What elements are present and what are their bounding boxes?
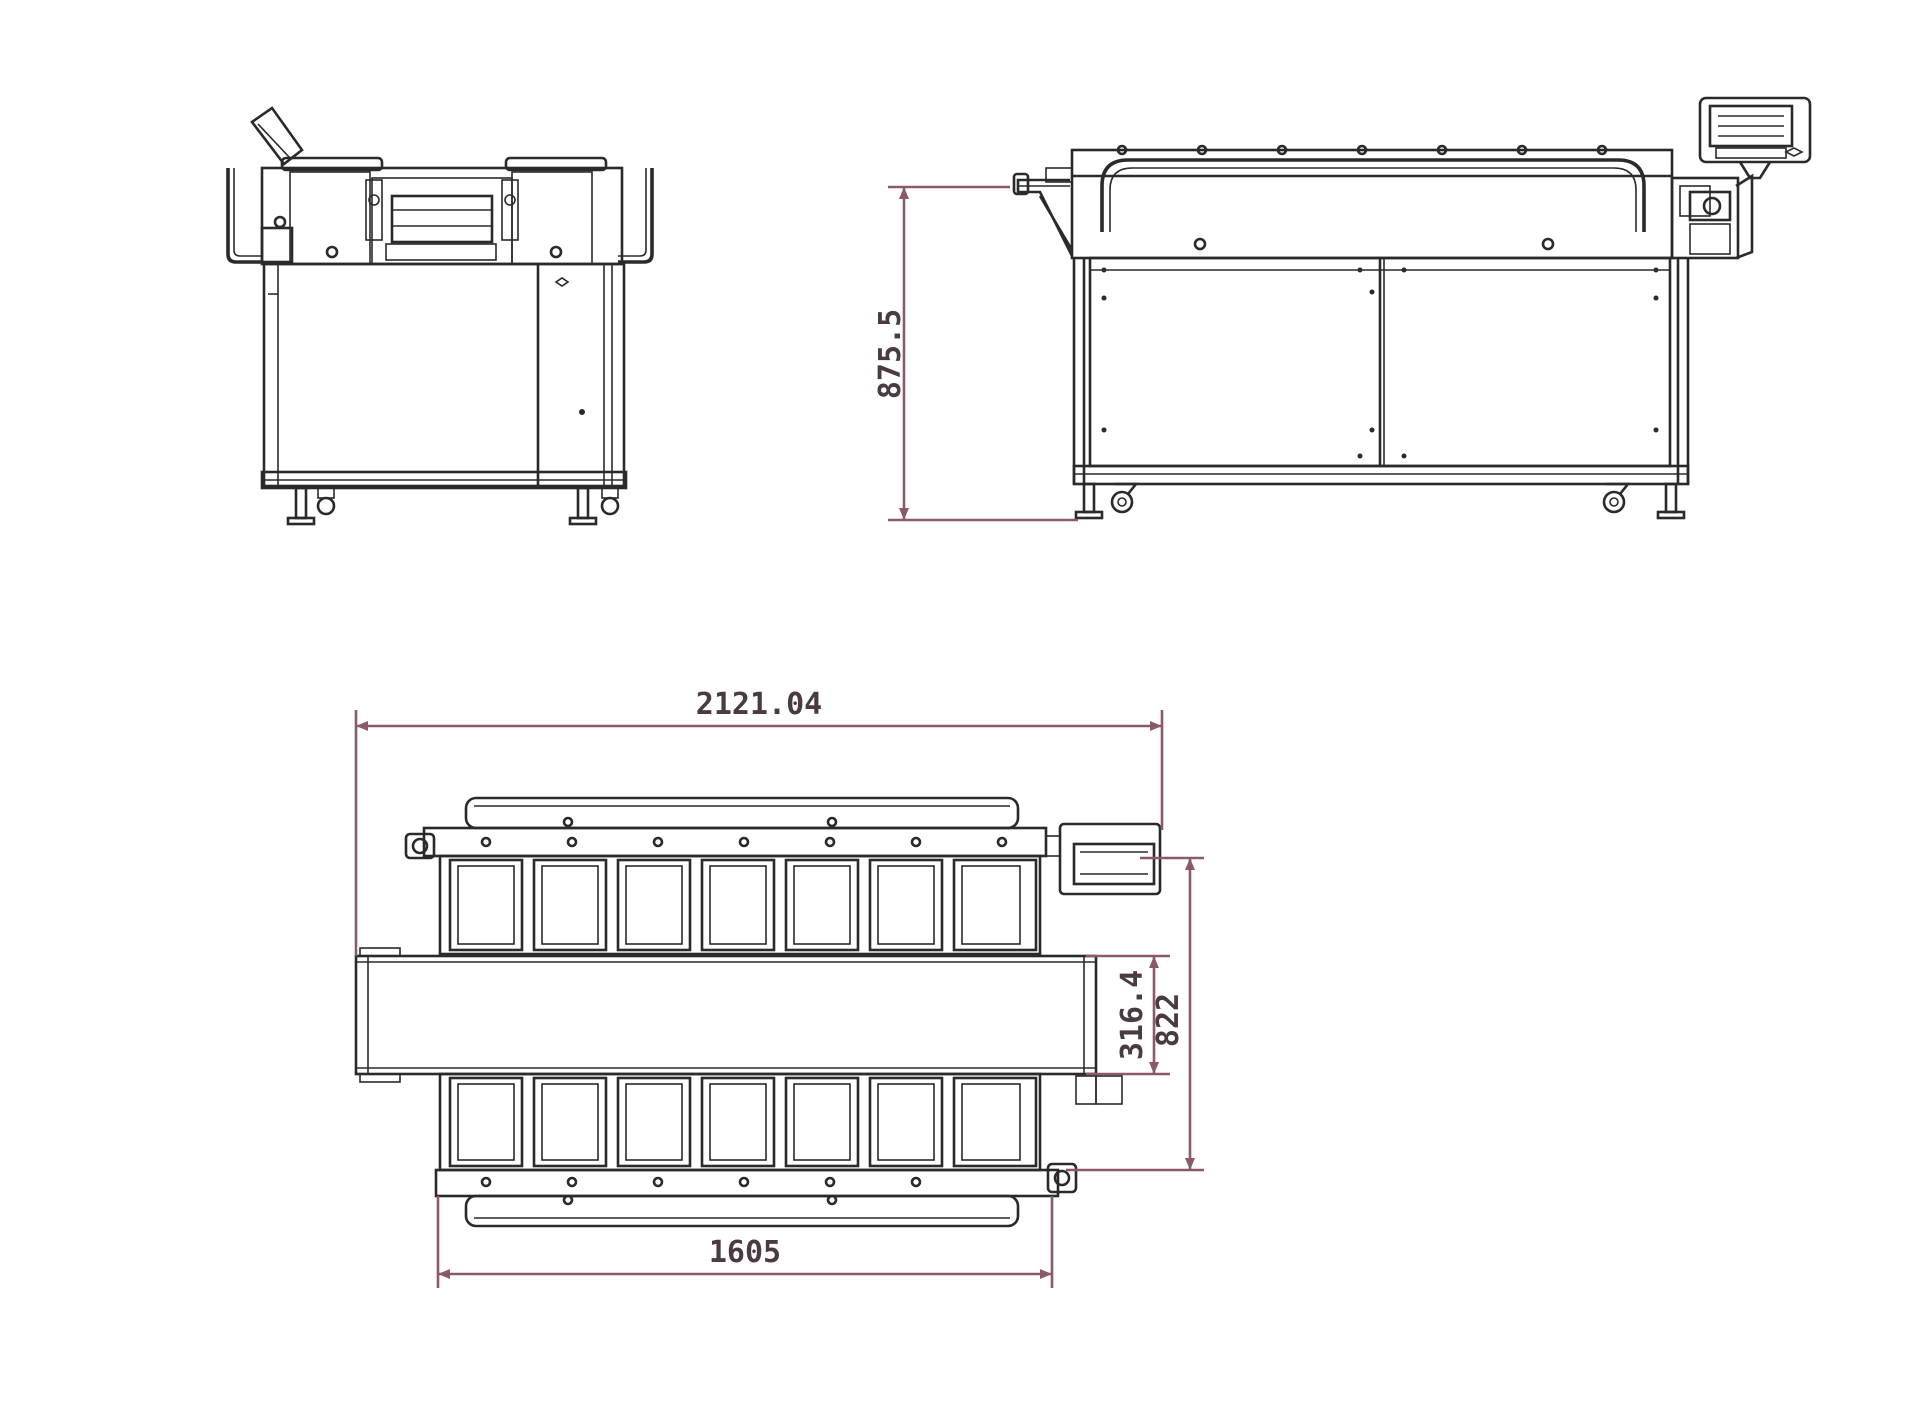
belt-width-dimension: 316.4 xyxy=(1086,954,1170,1076)
front-view xyxy=(226,106,654,526)
hopper xyxy=(700,858,776,952)
front-view-right-tray xyxy=(504,156,608,172)
top-view-lower-hoppers xyxy=(438,1072,1042,1172)
front-view-left-handle xyxy=(226,168,262,264)
top-view-upper-rail xyxy=(464,796,1020,830)
hopper xyxy=(448,858,524,952)
front-view-cabinet xyxy=(262,262,626,488)
top-view-display-unit xyxy=(1045,822,1162,896)
top-view xyxy=(354,796,1162,1228)
height-dimension-label: 875.5 xyxy=(873,309,908,399)
overall-length-dimension-label: 2121.04 xyxy=(696,687,822,722)
side-view-upper-frame xyxy=(1070,148,1674,260)
overall-width-dimension: 822 xyxy=(1066,856,1204,1172)
height-dimension: 875.5 xyxy=(873,185,1078,522)
belt-width-dimension-label: 316.4 xyxy=(1115,970,1150,1060)
hopper xyxy=(952,1076,1038,1168)
hopper xyxy=(616,858,692,952)
overall-width-dimension-label: 822 xyxy=(1151,993,1186,1047)
side-view-display-pod xyxy=(1698,96,1812,180)
hopper xyxy=(448,1076,524,1168)
hopper xyxy=(700,1076,776,1168)
side-view-handle-rail xyxy=(1100,158,1646,232)
side-view-motor-unit xyxy=(1670,173,1754,260)
top-view-lower-rail xyxy=(464,1194,1020,1228)
front-view-right-handle xyxy=(618,168,654,264)
hopper xyxy=(784,1076,860,1168)
overall-length-dimension: 2121.04 xyxy=(354,687,1164,956)
conveyor-length-dimension-label: 1605 xyxy=(709,1235,781,1270)
front-view-tilted-screen xyxy=(250,106,304,166)
top-view-upper-frame xyxy=(422,826,1048,858)
hopper xyxy=(952,858,1038,952)
top-view-upper-hoppers xyxy=(438,854,1042,956)
hopper xyxy=(532,858,608,952)
hopper xyxy=(868,858,944,952)
hopper xyxy=(616,1076,692,1168)
conveyor-length-dimension: 1605 xyxy=(436,1196,1054,1288)
top-view-lower-bolts xyxy=(480,1176,922,1206)
hopper xyxy=(868,1076,944,1168)
front-view-left-tray xyxy=(280,156,384,172)
side-view-feet xyxy=(1074,482,1686,520)
front-view-feet xyxy=(286,486,620,526)
side-view xyxy=(1012,96,1812,520)
side-view-cabinet-screws xyxy=(1101,267,1659,459)
front-view-upper-body xyxy=(260,166,624,266)
top-view-conveyor-belt xyxy=(354,947,1123,1105)
top-view-upper-bolts xyxy=(480,816,1008,848)
side-view-bolts xyxy=(1116,144,1608,251)
side-view-infeed-chute xyxy=(1012,167,1074,257)
hopper xyxy=(784,858,860,952)
hopper xyxy=(532,1076,608,1168)
